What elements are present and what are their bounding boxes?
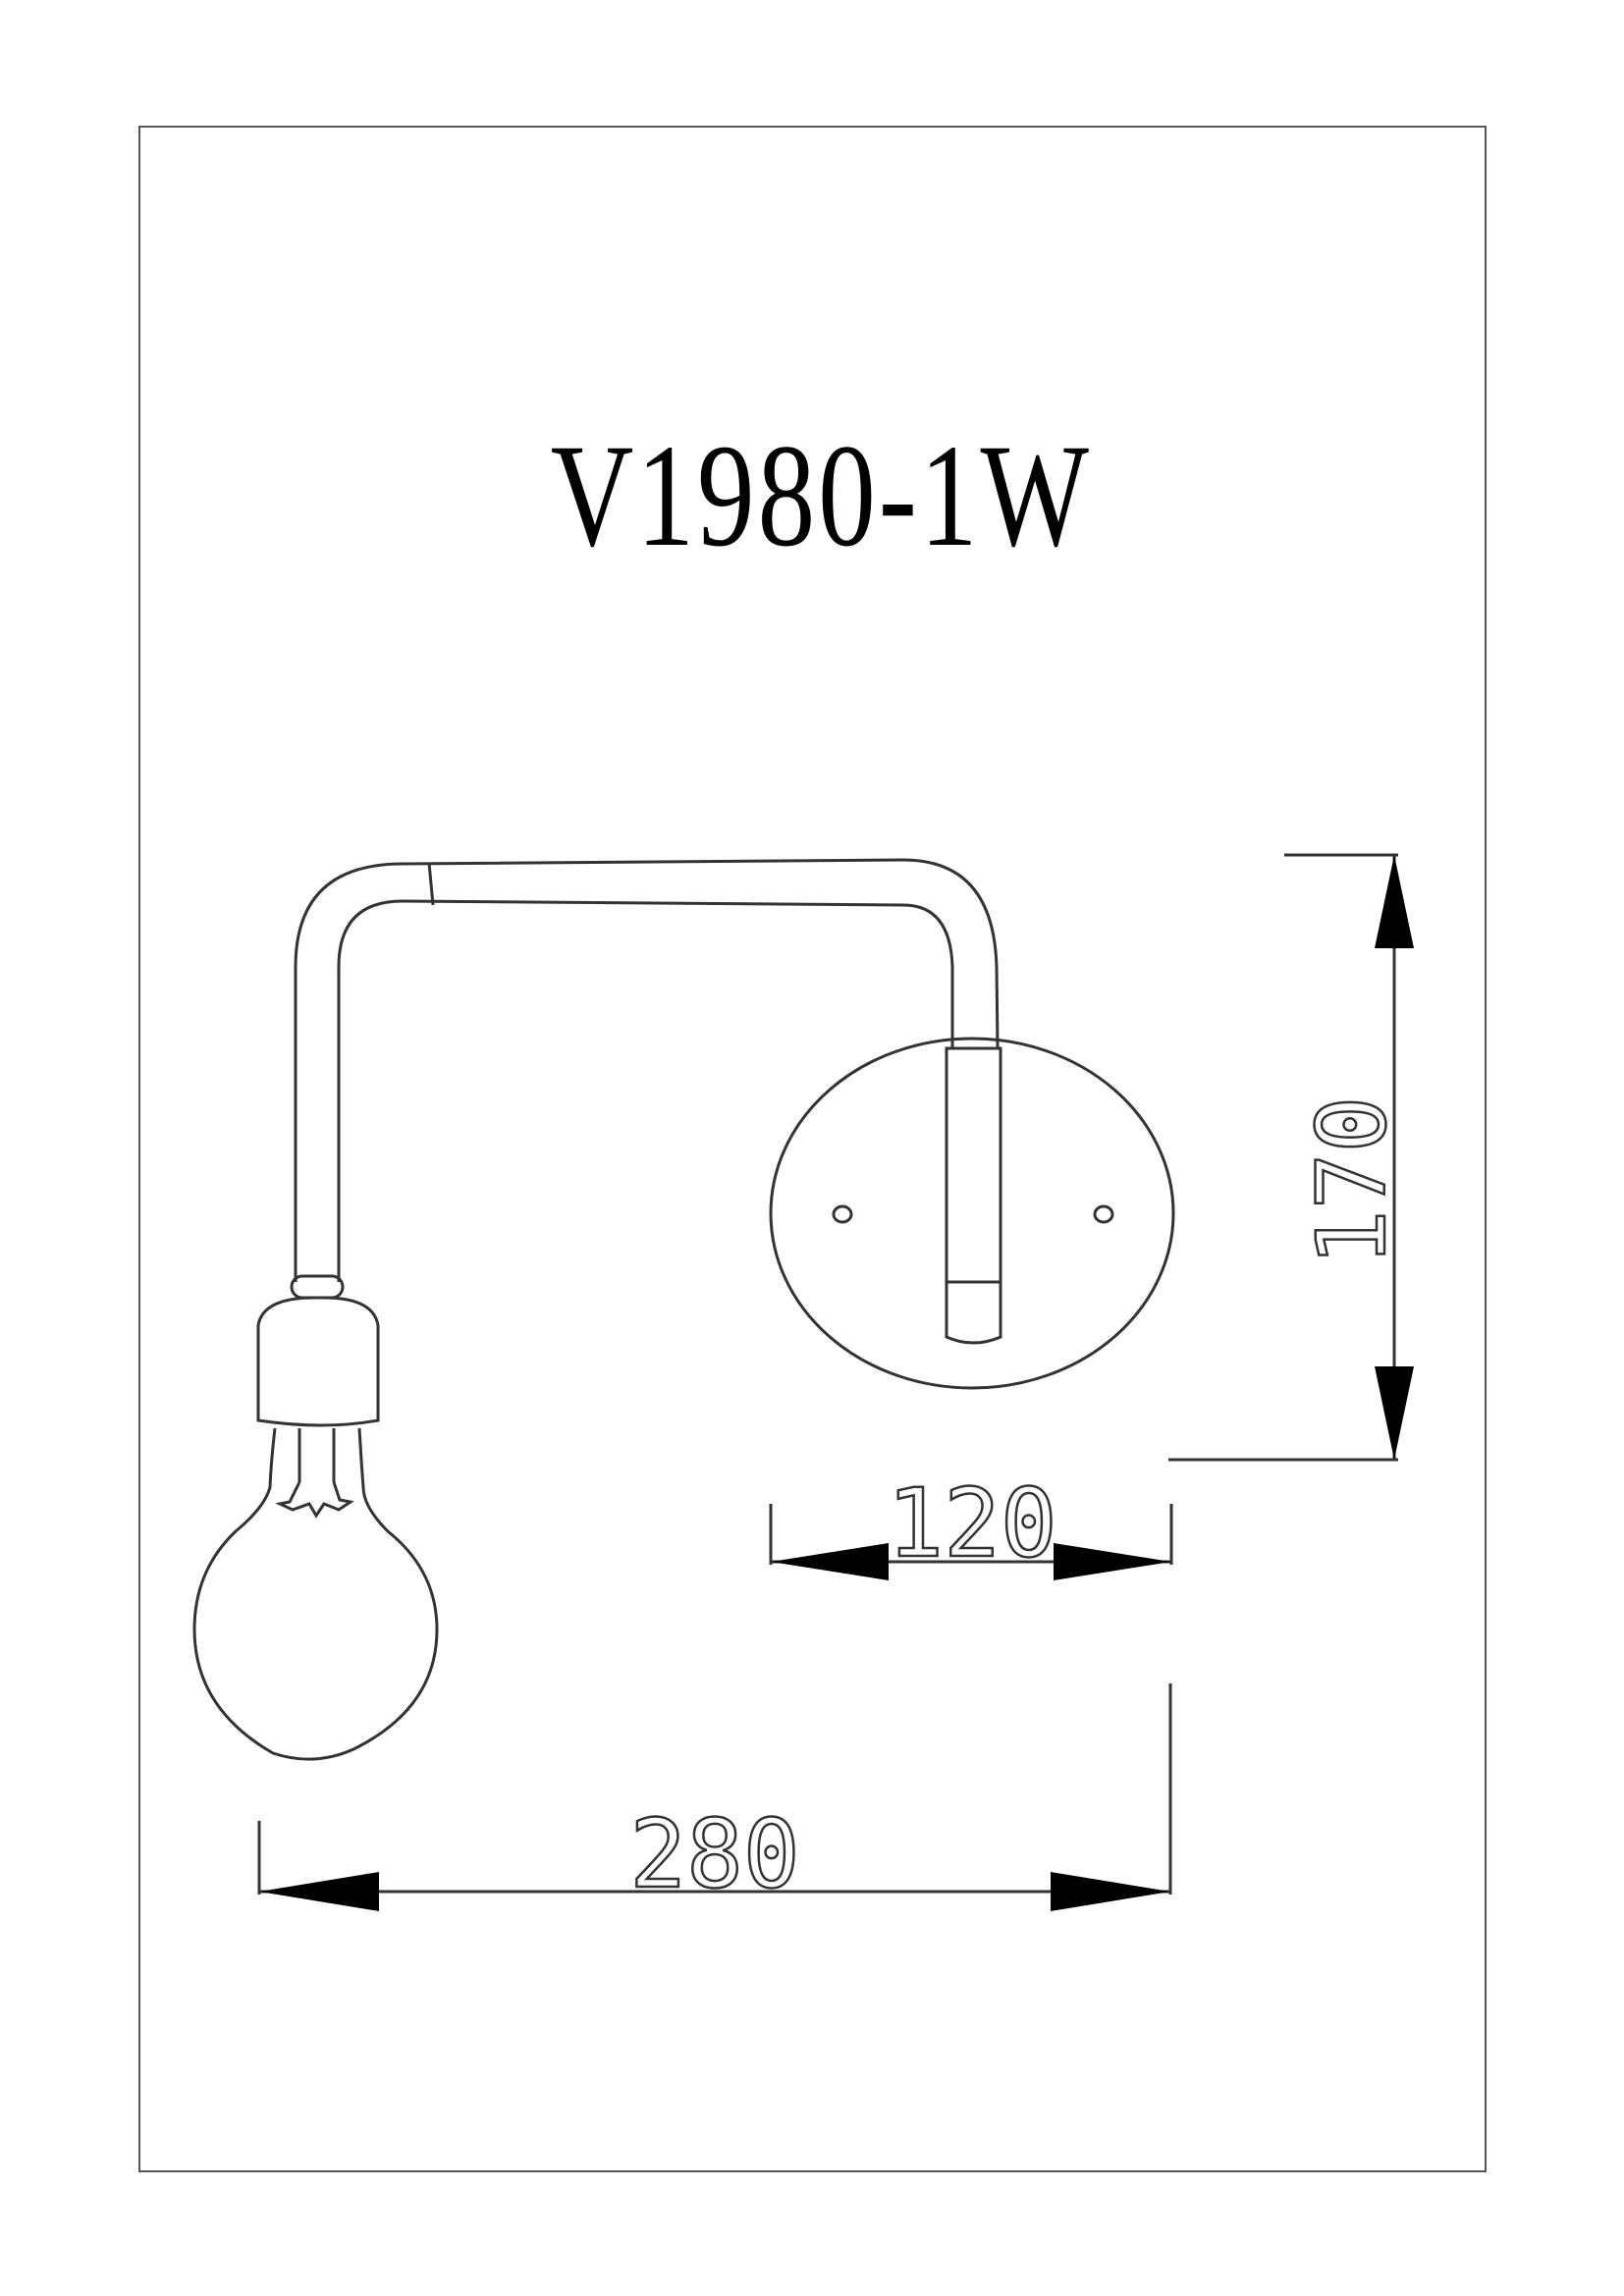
dimension-plate-width-label: 120 [887, 1468, 1056, 1578]
filament [275, 1481, 354, 1519]
arm-joint [427, 862, 435, 906]
dimension-plate-width [769, 1504, 1173, 1580]
model-title: V1980-1W [550, 414, 1093, 577]
dimension-height [1168, 853, 1414, 1462]
sconce-outline [192, 858, 1175, 1761]
drawing-frame [138, 126, 1487, 2172]
arm-outer [294, 858, 1000, 1282]
dimension-height-label: 170 [1297, 1096, 1407, 1266]
socket-collar [290, 1274, 345, 1300]
arm-inner [337, 899, 954, 1282]
bulb-glass [192, 1427, 439, 1761]
socket-body [256, 1296, 380, 1427]
dimension-total-width-label: 280 [629, 1799, 799, 1909]
dimension-total-width [257, 1683, 1172, 1911]
wall-plate [769, 1037, 1175, 1390]
screw-hole-right [1093, 1204, 1114, 1224]
plate-stem [945, 1046, 1002, 1345]
screw-hole-left [832, 1204, 853, 1224]
